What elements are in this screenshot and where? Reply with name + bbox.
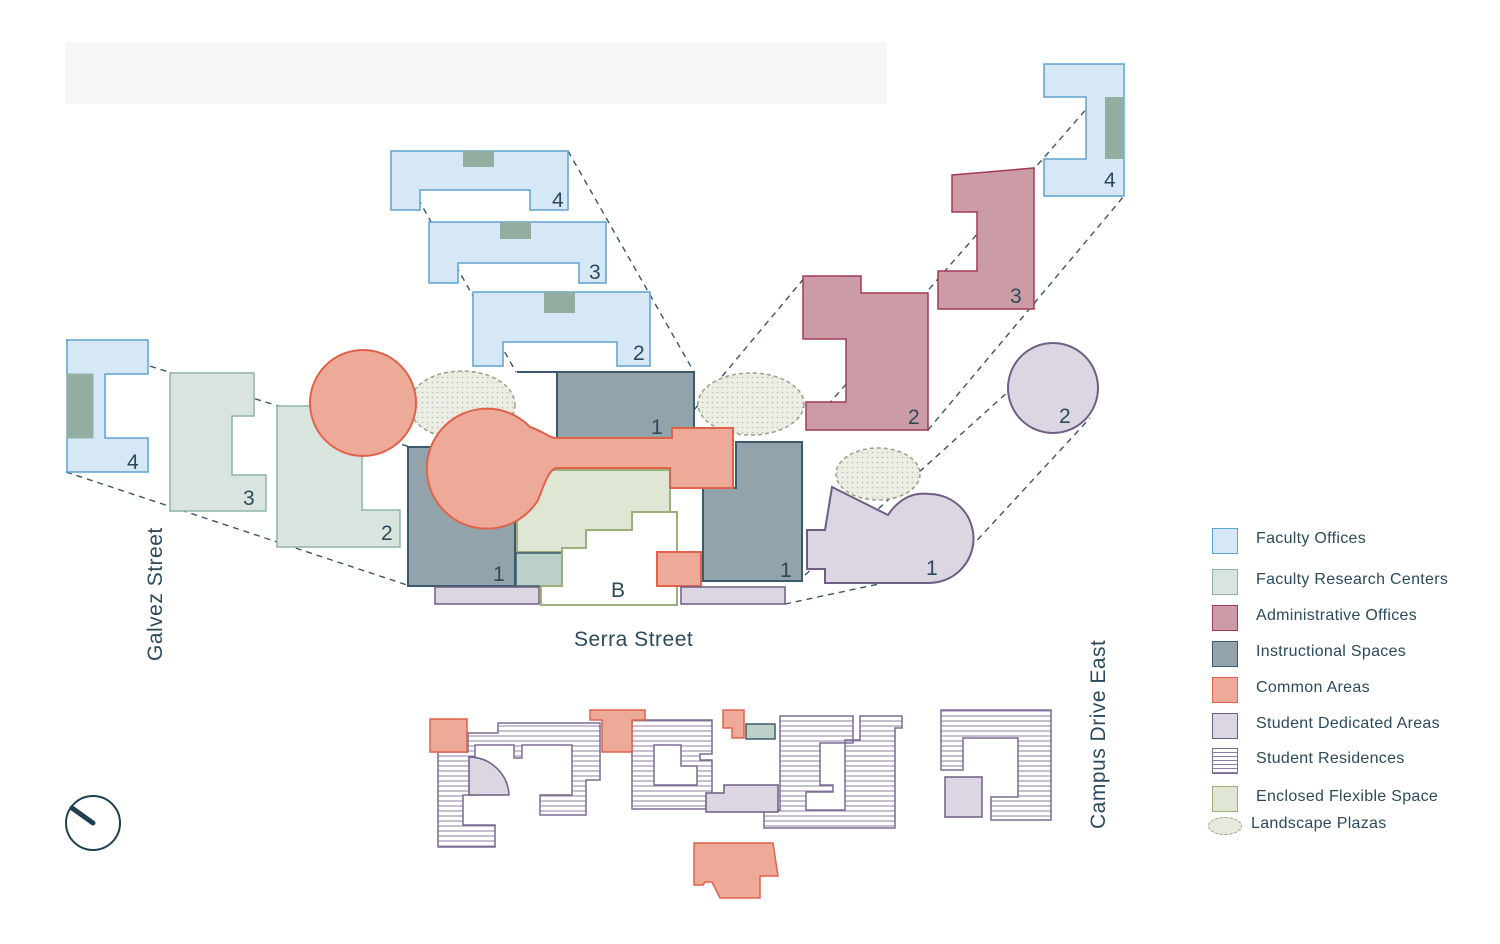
residence-common-1 xyxy=(429,718,468,753)
residence-common-2 xyxy=(589,709,646,753)
common-small xyxy=(656,551,702,587)
legend-label: Enclosed Flexible Space xyxy=(1256,788,1439,805)
legend-label: Landscape Plazas xyxy=(1251,815,1387,832)
legend-label: Common Areas xyxy=(1256,679,1370,696)
legend-label: Faculty Research Centers xyxy=(1256,571,1449,588)
admin-level-2: 2 xyxy=(908,406,920,429)
legend-item-instructional: Instructional Spaces xyxy=(1212,639,1492,667)
center-level-4: 4 xyxy=(552,189,564,212)
residence-center xyxy=(631,719,713,810)
student-level-1: 1 xyxy=(926,557,938,580)
serra-street-label: Serra Street xyxy=(574,628,693,651)
legend-swatch-faculty-research xyxy=(1212,569,1238,595)
student-level-2: 2 xyxy=(1059,405,1071,428)
student-strip-east xyxy=(680,586,786,605)
center-faculty-office-3 xyxy=(428,221,607,284)
legend-item-common: Common Areas xyxy=(1212,675,1492,703)
student-area-1 xyxy=(806,485,975,585)
center-level-2: 2 xyxy=(633,342,645,365)
plaza-center xyxy=(697,372,805,436)
header-band xyxy=(65,42,887,104)
flexible-space xyxy=(516,469,671,553)
legend-label: Faculty Offices xyxy=(1256,530,1367,547)
legend-label: Student Residences xyxy=(1256,750,1405,767)
residence-research-insert xyxy=(745,723,776,740)
research-small xyxy=(515,552,563,587)
instructional-north xyxy=(517,371,695,439)
residences xyxy=(429,709,1052,899)
center-insert-4 xyxy=(463,151,494,167)
residence-common-4 xyxy=(693,842,779,899)
left-level-2: 2 xyxy=(381,522,393,545)
left-level-3: 3 xyxy=(243,487,255,510)
ground-level-1-west: 1 xyxy=(493,563,505,586)
legend-swatch-plazas xyxy=(1208,817,1242,835)
residence-east xyxy=(763,715,903,829)
admin-office-2 xyxy=(802,275,929,431)
legend-item-plazas: Landscape Plazas xyxy=(1208,811,1492,839)
legend-label: Instructional Spaces xyxy=(1256,643,1407,660)
legend-item-faculty-research: Faculty Research Centers xyxy=(1212,567,1492,595)
legend-swatch-admin-offices xyxy=(1212,605,1238,631)
residence-west-student xyxy=(468,756,510,796)
building-b-label: B xyxy=(611,579,625,602)
right-stack xyxy=(802,63,1125,585)
legend-item-residences: Student Residences xyxy=(1212,746,1492,774)
common-center-spine xyxy=(425,407,734,530)
legend-item-student-dedicated: Student Dedicated Areas xyxy=(1212,711,1492,739)
center-insert-2 xyxy=(544,292,575,313)
legend-swatch-flexible xyxy=(1212,786,1238,812)
legend-swatch-student-dedicated xyxy=(1212,713,1238,739)
legend-label: Administrative Offices xyxy=(1256,607,1418,624)
level-numbers: 4 3 2 4 3 2 1 1 1 3 2 4 2 1 B xyxy=(127,169,1116,602)
legend-item-faculty-offices: Faculty Offices xyxy=(1212,526,1492,554)
left-level-4: 4 xyxy=(127,451,139,474)
center-faculty-office-4 xyxy=(390,150,569,211)
residence-far-east xyxy=(940,709,1052,821)
legend-item-flexible: Enclosed Flexible Space xyxy=(1212,784,1492,812)
legend-swatch-instructional xyxy=(1212,641,1238,667)
ground-level-1-east: 1 xyxy=(780,559,792,582)
left-research-3 xyxy=(169,372,267,512)
ground-level-1-north: 1 xyxy=(651,416,663,439)
center-faculty-office-2 xyxy=(472,291,651,367)
instructional-east xyxy=(702,441,803,582)
left-faculty-office-4 xyxy=(66,339,149,473)
galvez-street-label: Galvez Street xyxy=(144,527,167,661)
student-strip-west xyxy=(434,586,540,605)
center-stack xyxy=(390,150,651,367)
legend-item-admin-offices: Administrative Offices xyxy=(1212,603,1492,631)
residence-center-student xyxy=(705,784,779,813)
center-level-3: 3 xyxy=(589,261,601,284)
ground-floor xyxy=(407,371,803,606)
residence-far-east-student xyxy=(944,776,983,818)
building-b-courtyard xyxy=(540,511,678,606)
top-right-level-4: 4 xyxy=(1104,169,1116,192)
legend-swatch-residences xyxy=(1212,748,1238,774)
center-insert-3 xyxy=(500,222,531,239)
plaza-east xyxy=(835,447,921,501)
admin-office-3 xyxy=(937,167,1035,310)
north-arrow-icon xyxy=(65,795,121,851)
campus-drive-east-label: Campus Drive East xyxy=(1087,640,1110,829)
left-research-insert xyxy=(66,373,94,439)
legend-swatch-faculty-offices xyxy=(1212,528,1238,554)
top-right-insert xyxy=(1105,97,1124,159)
left-common-circle xyxy=(309,349,417,457)
student-circle-2 xyxy=(1007,342,1099,434)
admin-level-3: 3 xyxy=(1010,285,1022,308)
legend-label: Student Dedicated Areas xyxy=(1256,715,1440,732)
residence-common-3 xyxy=(722,709,745,739)
legend-swatch-common xyxy=(1212,677,1238,703)
left-stack xyxy=(66,339,417,548)
